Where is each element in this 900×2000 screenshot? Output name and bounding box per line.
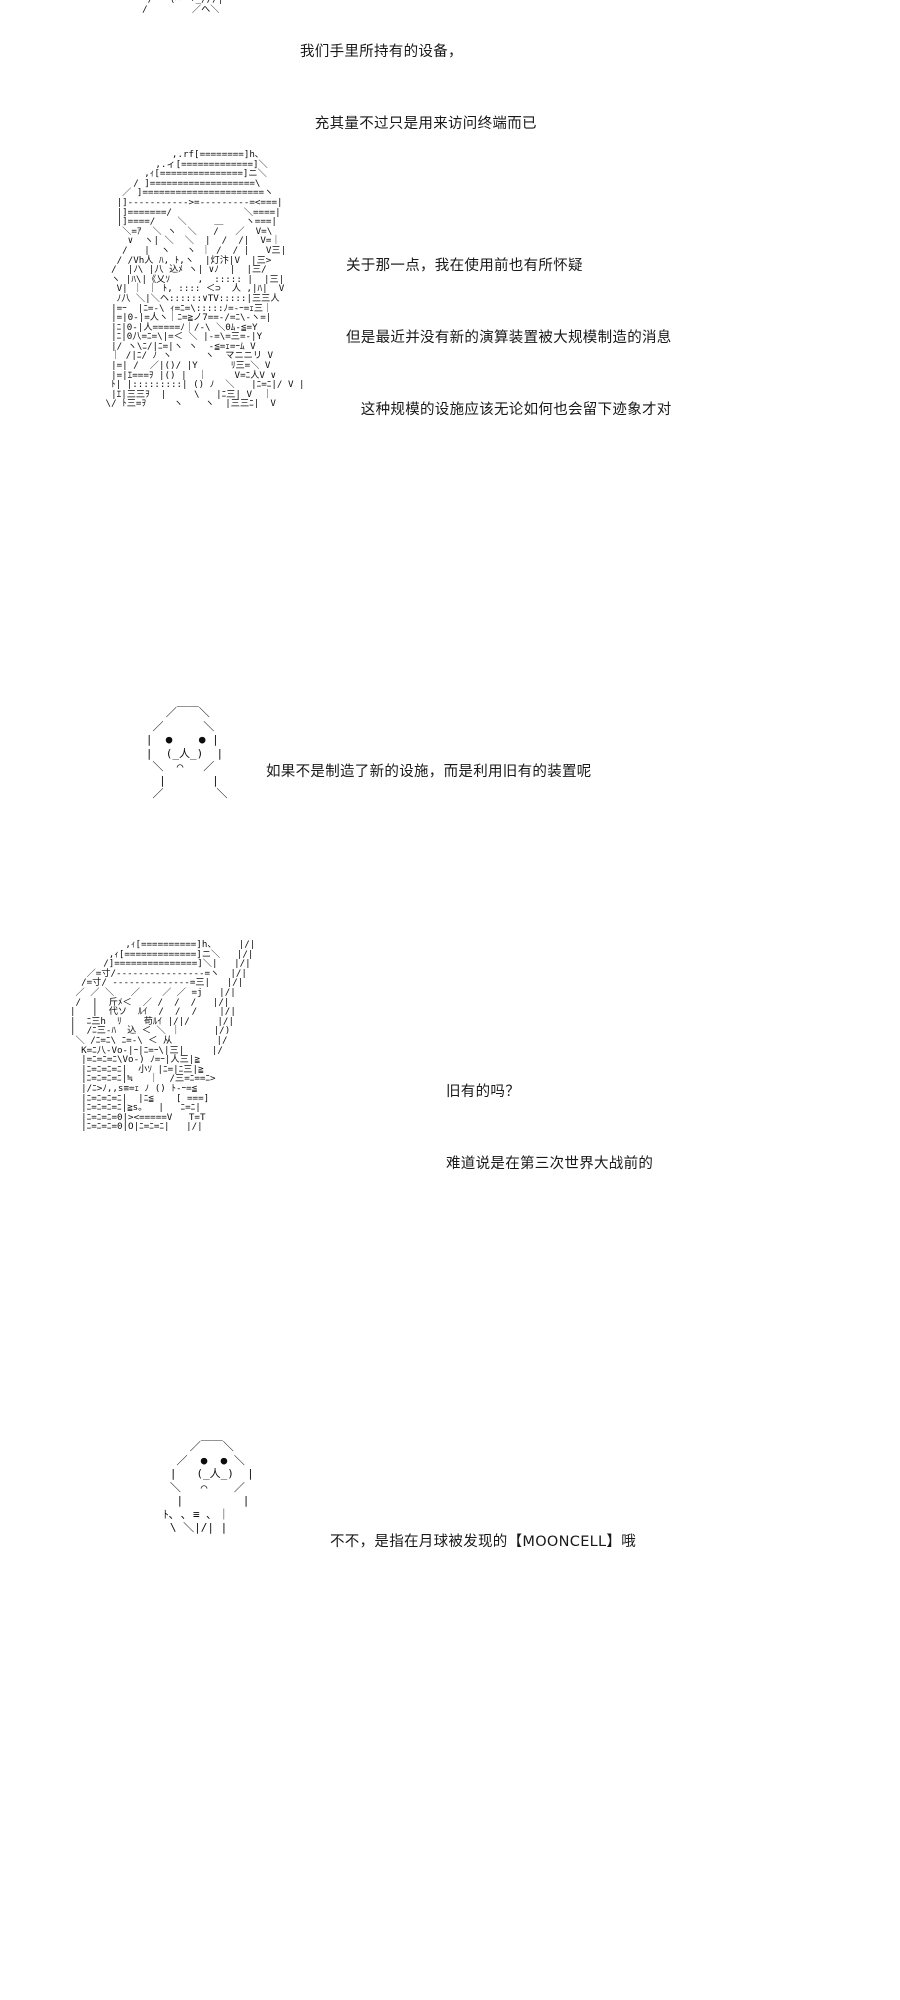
dialogue-line: 不不，是指在月球被发现的【MOONCELL】哦	[330, 1534, 637, 1550]
ascii-art-panel-3: ／￣￣＼ ／ ＼ | ● ● | | (_人_) | ＼ ⌒ ／ | | ／ ＼	[145, 706, 228, 800]
dialogue-line: 这种规模的设施应该无论如何也会留下迹象才对	[346, 402, 672, 418]
dialogue-panel-3: 如果不是制造了新的设施，而是利用旧有的装置呢	[266, 712, 592, 832]
dialogue-line: 我们手里所持有的设备，	[300, 44, 463, 60]
ascii-art-panel-1: ( ●) (●) | ∩ (_人_)777/ / (⌒`ヽ_///| / ／へ＼	[142, 0, 223, 15]
dialogue-line: 旧有的吗？	[446, 1084, 520, 1100]
dialogue-line: 充其量不过只是用来访问终端而已	[300, 116, 537, 132]
ascii-art-panel-2: ,.rf[========]h､ ,.ィ[=============]＼ ,ｨ[…	[105, 149, 305, 410]
dialogue-line: 关于那一点，我在使用前也有所怀疑	[346, 258, 583, 274]
dialogue-line: 难道说是在第三次世界大战前的	[446, 1156, 654, 1172]
dialogue-panel-2: 关于那一点，我在使用前也有所怀疑 但是最近并没有新的演算装置被大规模制造的消息 …	[346, 206, 672, 470]
dialogue-panel-1: 我们手里所持有的设备， 充其量不过只是用来访问终端而已	[300, 0, 537, 184]
dialogue-panel-4: 旧有的吗？ 难道说是在第三次世界大战前的	[446, 1032, 653, 1224]
dialogue-line: 但是最近并没有新的演算装置被大规模制造的消息	[346, 330, 672, 346]
ascii-art-panel-5: ／￣￣＼ ／ ● ● ＼ | (_人_) | ＼ ⌒ ／ | | ﾄ､ ､ ≡ …	[163, 1440, 254, 1534]
dialogue-panel-5: 不不，是指在月球被发现的【MOONCELL】哦	[330, 1482, 636, 1602]
dialogue-line: 如果不是制造了新的设施，而是利用旧有的装置呢	[266, 764, 592, 780]
ascii-art-panel-4: ,ｨ[==========]h、 |/| ,ｨ[=============]ニ＼…	[70, 939, 256, 1133]
